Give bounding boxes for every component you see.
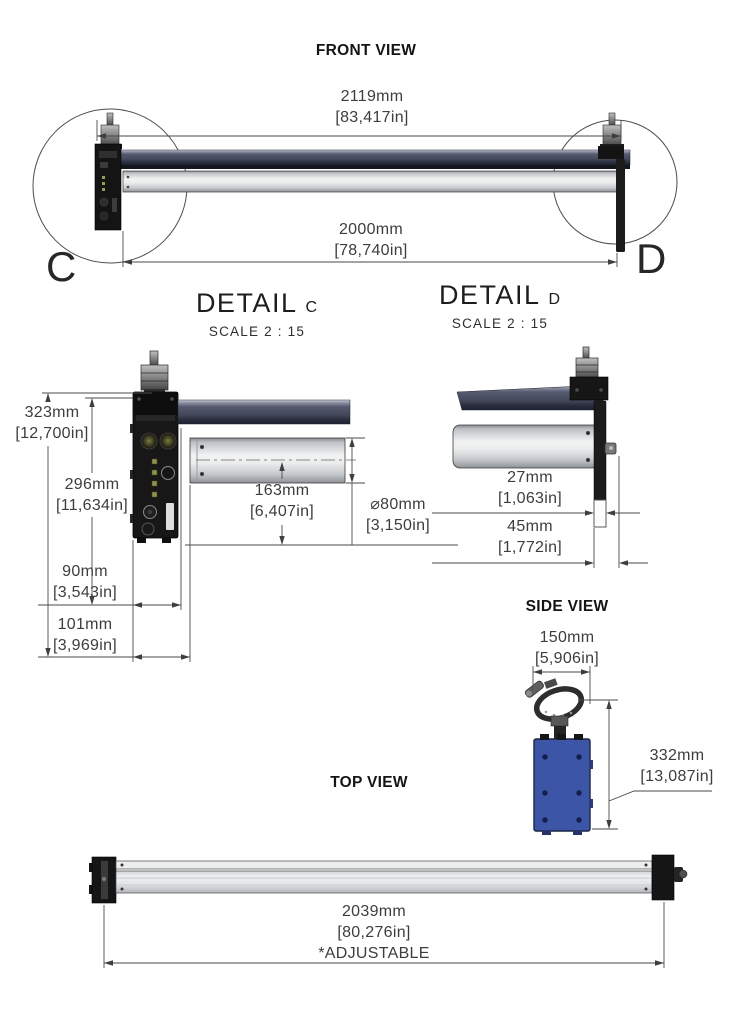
dim-overall-height: 323mm [12,700in] [8, 402, 96, 444]
front-left-clamp [98, 112, 122, 149]
detail-c-title: DETAIL C [157, 288, 357, 319]
dim-end-width-mm: 45mm [507, 518, 553, 535]
top-view-right-block [651, 854, 688, 901]
side-view-dimension-arrows [533, 669, 612, 829]
detail-c-clamp [140, 350, 169, 395]
detail-d-title-word: DETAIL [438, 280, 540, 310]
side-view-title: SIDE VIEW [525, 598, 609, 615]
dim-tube-diameter: ⌀80mm [3,150in] [352, 494, 444, 536]
detail-d-title-marker: D [548, 291, 562, 308]
detail-c-drawing [38, 350, 458, 662]
detail-c-title-word: DETAIL [195, 288, 297, 318]
top-view-drawing [89, 854, 688, 968]
dim-detail-c-overall-width-mm: 101mm [57, 616, 113, 633]
front-dimension-lines [96, 120, 622, 267]
dim-adjustable-length-note: *ADJUSTABLE [318, 945, 430, 962]
front-right-end-bar [598, 146, 625, 252]
dim-end-width-in: [1,772in] [497, 539, 563, 556]
top-view-dimension-arrows [104, 960, 664, 966]
dim-track-length-mm: 2000mm [338, 221, 404, 238]
front-left-motor-box [94, 143, 122, 231]
detail-d-clamp [575, 346, 599, 380]
dim-end-width: 45mm [1,772in] [485, 516, 575, 558]
detail-c-dimension-lines [38, 392, 458, 662]
dim-detail-c-overall-width-in: [3,969in] [52, 637, 118, 654]
detail-d-hanging-bar [593, 400, 617, 528]
detail-c-title-marker: C [305, 299, 319, 316]
dim-side-width: 150mm [5,906in] [522, 627, 612, 669]
top-view-dimension-lines [103, 902, 665, 968]
dim-tube-diameter-in: [3,150in] [365, 517, 431, 534]
dim-body-width: 90mm [3,543in] [40, 561, 130, 603]
front-view-title: FRONT VIEW [315, 42, 417, 59]
dim-bar-offset-in: [1,063in] [497, 490, 563, 507]
dim-body-height-mm: 296mm [64, 476, 120, 493]
detail-c-motor-box [130, 391, 179, 543]
detail-marker-c: C [46, 243, 77, 290]
front-right-clamp [600, 112, 624, 149]
dim-body-width-in: [3,543in] [52, 584, 118, 601]
dim-tube-diameter-mm: ⌀80mm [370, 496, 426, 513]
dim-overall-height-in: [12,700in] [15, 425, 89, 442]
detail-marker-d: D [636, 235, 667, 282]
detail-d-tube [452, 424, 601, 469]
detail-d-drawing [432, 346, 648, 568]
dim-body-height-in: [11,634in] [55, 497, 129, 514]
detail-d-title: DETAIL D [400, 280, 600, 311]
dim-tube-center-offset-mm: 163mm [254, 482, 310, 499]
detail-d-dimension-lines [432, 456, 648, 568]
detail-c-rail [177, 399, 351, 425]
dim-side-height-in: [13,087in] [640, 768, 714, 785]
dim-side-width-mm: 150mm [539, 629, 595, 646]
detail-d-scale: SCALE 2 : 15 [451, 316, 549, 331]
detail-c-dimension-arrows [45, 393, 355, 660]
detail-c-tube [189, 437, 346, 484]
top-view-rail [115, 860, 653, 894]
dim-body-width-mm: 90mm [62, 563, 108, 580]
dim-overall-width-mm: 2119mm [340, 88, 404, 105]
dim-body-height: 296mm [11,634in] [48, 474, 136, 516]
dim-adjustable-length-mm: 2039mm [341, 903, 407, 920]
front-rail [118, 149, 631, 193]
front-view-drawing [32, 108, 678, 267]
dim-bar-offset-mm: 27mm [507, 469, 553, 486]
dim-adjustable-length: 2039mm [80,276in] *ADJUSTABLE [294, 901, 454, 964]
dim-bar-offset: 27mm [1,063in] [485, 467, 575, 509]
dim-side-height: 332mm [13,087in] [633, 745, 721, 787]
top-view-left-block [89, 856, 117, 904]
dim-tube-center-offset: 163mm [6,407in] [237, 480, 327, 522]
front-dimension-arrows [97, 133, 621, 265]
dim-track-length: 2000mm [78,740in] [301, 219, 441, 261]
detail-d-dimension-arrows [585, 510, 628, 566]
dim-overall-width-in: [83,417in] [335, 109, 409, 126]
side-view-motor-box [533, 734, 593, 835]
dim-tube-center-offset-in: [6,407in] [249, 503, 315, 520]
dim-track-length-in: [78,740in] [334, 242, 408, 259]
top-view-title: TOP VIEW [330, 774, 408, 791]
detail-c-scale: SCALE 2 : 15 [208, 324, 306, 339]
dim-overall-width: 2119mm [83,417in] [302, 86, 442, 128]
side-view-dimension-lines [532, 666, 712, 830]
dim-side-width-in: [5,906in] [534, 650, 600, 667]
detail-d-end-bracket [569, 376, 609, 401]
dim-detail-c-overall-width: 101mm [3,969in] [40, 614, 130, 656]
dim-side-height-mm: 332mm [649, 747, 705, 764]
side-view-drawing [524, 666, 712, 835]
dim-adjustable-length-in: [80,276in] [337, 924, 411, 941]
dim-overall-height-mm: 323mm [24, 404, 80, 421]
